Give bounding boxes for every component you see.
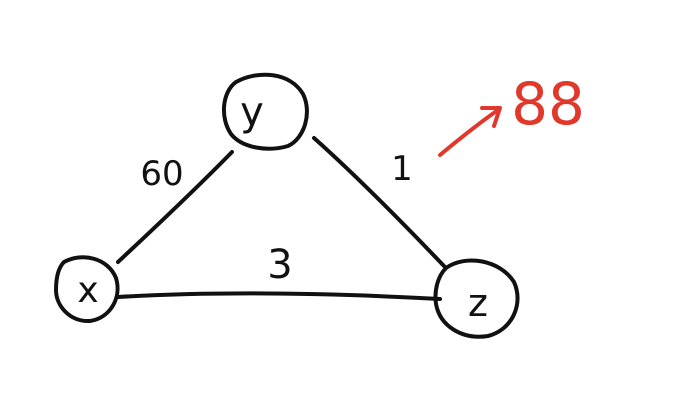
node-y-circle: [222, 72, 309, 151]
edge-x-y-weight: 60: [140, 154, 183, 194]
node-z-label: z: [468, 281, 488, 325]
node-y-label: y: [240, 89, 264, 135]
edge-x-z-weight: 3: [267, 242, 292, 288]
annotation-arrow-head: [480, 106, 502, 128]
node-x-label: x: [77, 270, 98, 311]
edge-y-z-weight: 1: [391, 149, 413, 189]
annotation-text: 88: [511, 70, 585, 138]
node-z-circle: [433, 258, 520, 339]
edge-x-z: [116, 291, 442, 301]
node-x-circle: [54, 255, 120, 324]
annotation-arrow: [438, 108, 500, 157]
edge-y-z: [312, 136, 446, 268]
edge-x-y: [116, 150, 234, 264]
